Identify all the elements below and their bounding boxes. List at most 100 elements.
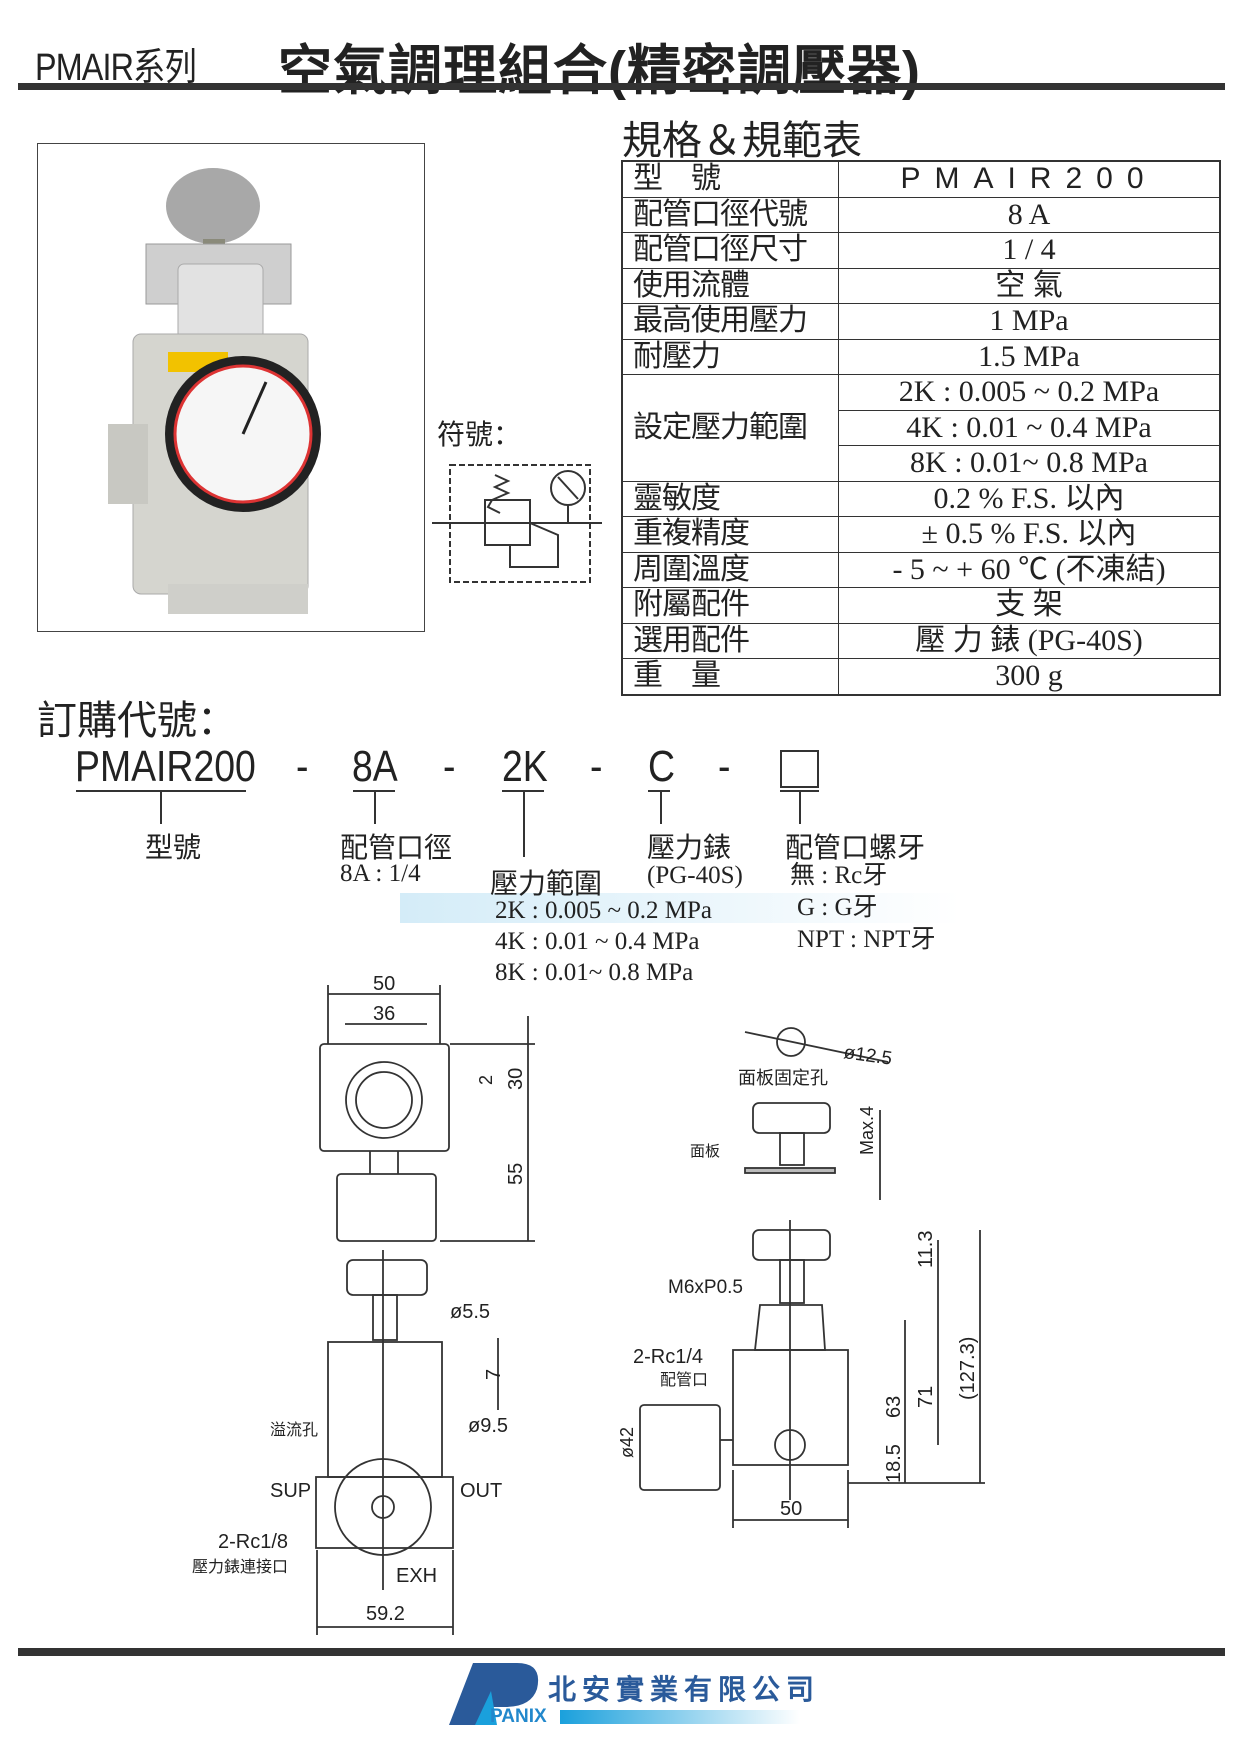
spec-row: 4K : 0.01 ~ 0.4 MPa xyxy=(622,409,1221,446)
pipe-port-size: 2-Rc1/4 xyxy=(633,1346,703,1368)
dim-18-5: 18.5 xyxy=(883,1444,905,1483)
out-label: OUT xyxy=(460,1480,502,1502)
company-name: 北安實業有限公司 xyxy=(548,1673,821,1706)
model-label: 型號 xyxy=(145,833,202,864)
panel-hole-dia: ø12.5 xyxy=(842,1042,893,1070)
side-view xyxy=(639,1220,985,1528)
dim-30: 30 xyxy=(505,1068,527,1090)
front-view xyxy=(315,1250,499,1635)
regulator-photo-illustration xyxy=(108,168,321,614)
gauge-port-size: 2-Rc1/8 xyxy=(218,1531,288,1553)
thread-option: 無 : Rc牙 xyxy=(790,862,888,889)
spec-label: 最高使用壓力 xyxy=(621,303,839,340)
panix-logo xyxy=(449,1663,539,1725)
dim-50: 50 xyxy=(373,973,395,995)
bore-option: 8A : 1/4 xyxy=(340,860,421,887)
spec-value: 1 / 4 xyxy=(838,232,1221,269)
spec-label: 選用配件 xyxy=(621,622,839,659)
panel-hole-label: 面板固定孔 xyxy=(738,1068,828,1088)
order-code-bore: 8A xyxy=(352,742,398,791)
spec-label: 配管口徑代號 xyxy=(621,196,839,233)
thread-title: 配管口螺牙 xyxy=(785,833,926,864)
dim-59-2: 59.2 xyxy=(366,1603,405,1625)
range-option: 2K : 0.005 ~ 0.2 MPa xyxy=(495,897,713,924)
gauge-diameter: ø42 xyxy=(617,1427,637,1458)
spec-label: 配管口徑尺寸 xyxy=(621,232,839,269)
dim-hole-5-5: ø5.5 xyxy=(450,1301,490,1323)
dim-hole-9-5: ø9.5 xyxy=(468,1415,508,1437)
bore-title: 配管口徑 xyxy=(340,833,453,864)
gauge-title: 壓力錶 xyxy=(647,833,732,864)
spec-label: 重複精度 xyxy=(621,516,839,553)
order-code-gauge: C xyxy=(648,742,676,791)
range-option: 8K : 0.01~ 0.8 MPa xyxy=(495,959,694,986)
symbol-label: 符號： xyxy=(437,419,522,450)
watermark-bar xyxy=(400,893,960,923)
spec-label: 設定壓力範圍 xyxy=(621,374,839,482)
spec-row: 選用配件壓 力 錶 (PG-40S) xyxy=(621,622,1221,659)
order-code-range: 2K xyxy=(502,742,548,791)
thread-option: G : G牙 xyxy=(797,894,878,921)
range-option: 4K : 0.01 ~ 0.4 MPa xyxy=(495,928,700,955)
spec-label: 附屬配件 xyxy=(621,587,839,624)
relief-port-label: 溢流孔 xyxy=(270,1421,318,1439)
front-top-view xyxy=(319,985,535,1242)
spec-label: 周圍溫度 xyxy=(621,551,839,588)
spec-value: PMAIR200 xyxy=(838,160,1221,198)
spec-value: 壓 力 錶 (PG-40S) xyxy=(838,622,1221,659)
spec-label: 型 號 xyxy=(621,160,839,198)
spec-value: 300 g xyxy=(838,658,1221,695)
dim-36: 36 xyxy=(373,1003,395,1025)
spec-label: 重 量 xyxy=(621,658,839,695)
spec-label: 耐壓力 xyxy=(621,338,839,375)
panel-label: 面板 xyxy=(690,1142,720,1160)
order-dash: - xyxy=(443,742,456,791)
order-dash: - xyxy=(296,742,309,791)
order-code-thread-box xyxy=(780,750,819,788)
order-code-model: PMAIR200 xyxy=(75,742,256,791)
header-divider xyxy=(18,83,1225,90)
spec-value: 8K : 0.01~ 0.8 MPa xyxy=(838,445,1221,482)
spec-row: 使用流體空 氣 xyxy=(621,267,1221,304)
logo-bar xyxy=(560,1710,800,1724)
thread-spec: M6xP0.5 xyxy=(668,1277,743,1298)
order-dash: - xyxy=(590,742,603,791)
dim-2: 2 xyxy=(476,1075,496,1085)
order-dash: - xyxy=(718,742,731,791)
gauge-option: (PG-40S) xyxy=(647,862,743,889)
max-thickness: Max.4 xyxy=(857,1106,877,1155)
footer-divider xyxy=(18,1648,1225,1656)
dim-50-side: 50 xyxy=(780,1498,802,1520)
order-heading: 訂購代號： xyxy=(37,699,237,743)
dim-71: 71 xyxy=(915,1386,937,1408)
spec-heading: 規格＆規範表 xyxy=(622,119,862,163)
spec-label: 靈敏度 xyxy=(621,480,839,517)
range-title: 壓力範圍 xyxy=(490,869,603,900)
page-title: 空氣調理組合(精密調壓器) xyxy=(278,41,921,101)
spec-row: 周圍溫度- 5 ~ + 60 ℃ (不凍結) xyxy=(621,551,1221,588)
series-label: PMAIR系列 xyxy=(35,47,197,89)
spec-label: 使用流體 xyxy=(621,267,839,304)
dim-11-3: 11.3 xyxy=(915,1231,937,1268)
sup-label: SUP xyxy=(270,1480,311,1502)
gauge-port-label: 壓力錶連接口 xyxy=(192,1558,288,1576)
dim-127-3: (127.3) xyxy=(957,1337,979,1400)
dim-55: 55 xyxy=(505,1163,527,1185)
pipe-port-label: 配管口 xyxy=(660,1371,708,1389)
spec-value: 支 架 xyxy=(838,587,1221,624)
spec-value: 2K : 0.005 ~ 0.2 MPa xyxy=(838,374,1221,411)
spec-value: 0.2 % F.S. 以內 xyxy=(838,480,1221,517)
spec-value: 4K : 0.01 ~ 0.4 MPa xyxy=(838,409,1221,446)
brand-name: PANIX xyxy=(490,1706,547,1727)
product-photo xyxy=(37,143,425,632)
spec-value: 空 氣 xyxy=(838,267,1221,304)
